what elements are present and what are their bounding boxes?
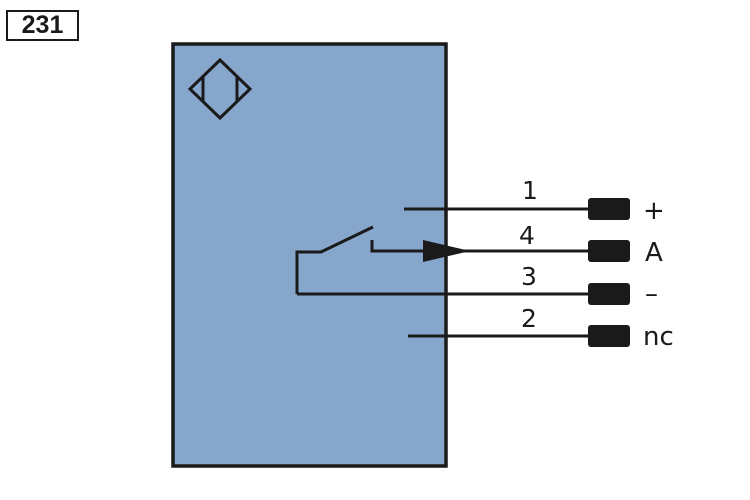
pin-signal-a: A: [645, 238, 663, 268]
pin-signal-minus: –: [645, 279, 658, 309]
terminals: [588, 198, 630, 347]
wires: [297, 207, 590, 338]
pin-number-1: 1: [522, 176, 538, 205]
diagram-id-badge: 231: [6, 10, 79, 41]
inductive-sensor-icon: [187, 57, 253, 121]
pin-signal-plus: +: [643, 196, 665, 226]
pin-signal-nc: nc: [643, 322, 674, 352]
terminal-pin-4: [588, 240, 630, 262]
output-arrow-icon: [423, 240, 470, 262]
sensor-housing: [171, 42, 448, 468]
pin-number-4: 4: [519, 221, 535, 250]
terminal-pin-2: [588, 325, 630, 347]
pin-number-2: 2: [521, 304, 537, 333]
pin-number-3: 3: [521, 262, 537, 291]
terminal-pin-1: [588, 198, 630, 220]
wire-pin-4: [370, 240, 590, 253]
switch-contact-icon: [295, 225, 374, 294]
terminal-pin-3: [588, 283, 630, 305]
